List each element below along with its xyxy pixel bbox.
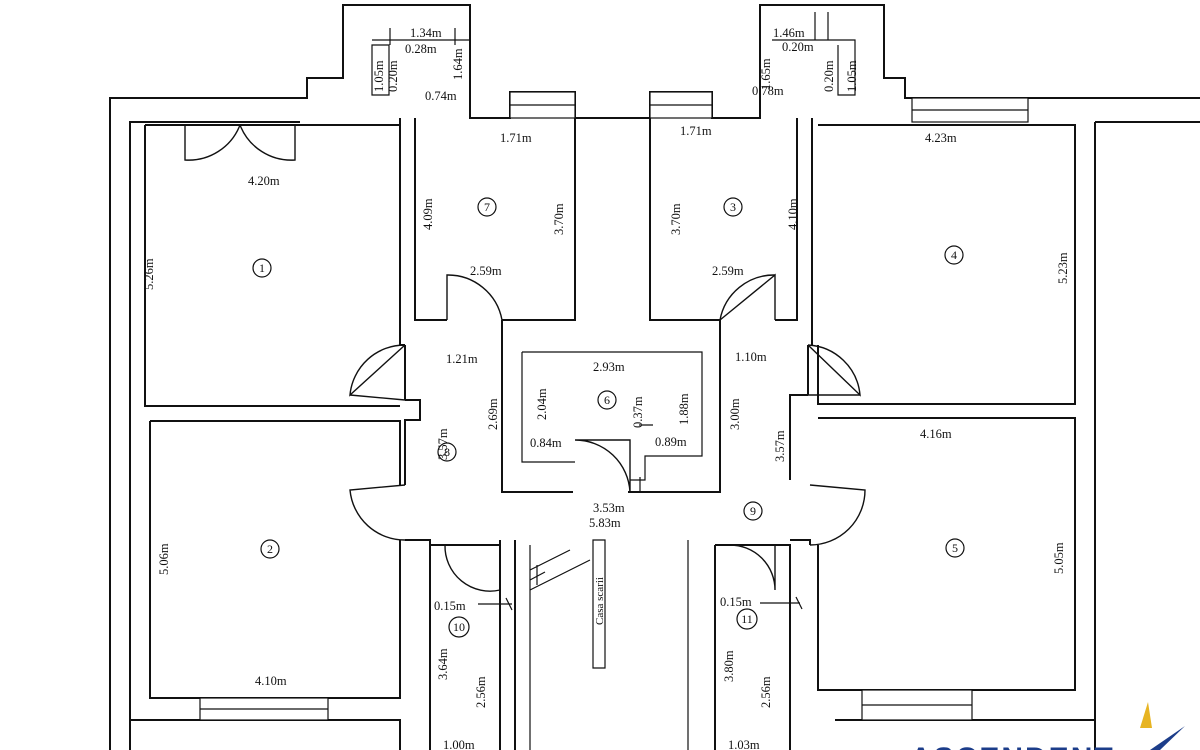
dim-label: 1.03m xyxy=(728,738,760,750)
room-label-11: 11 xyxy=(736,608,758,630)
svg-text:9: 9 xyxy=(750,504,756,518)
room-label-9: 9 xyxy=(743,501,763,521)
room-numbers: 1 2 3 4 5 6 7 8 9 10 11 xyxy=(252,197,965,638)
dim-label: 1.71m xyxy=(680,124,712,138)
dim-label: 4.16m xyxy=(920,427,952,441)
dim-label: 2.93m xyxy=(593,360,625,374)
dim-label: 1.46m xyxy=(773,26,805,40)
svg-text:1: 1 xyxy=(259,261,265,275)
dimension-labels: 1.34m 0.28m 1.64m 1.05m 0.20m 0.74m 1.46… xyxy=(142,26,1070,750)
dim-label: 0.20m xyxy=(782,40,814,54)
dim-label: 1.10m xyxy=(735,350,767,364)
dim-label: 5.26m xyxy=(142,258,156,290)
dim-label: 0.84m xyxy=(530,436,562,450)
room-label-7: 7 xyxy=(477,197,497,217)
dim-label: 5.05m xyxy=(1052,542,1066,574)
room-label-3: 3 xyxy=(723,197,743,217)
dim-label: 3.57m xyxy=(773,430,787,462)
dim-label: 1.88m xyxy=(677,393,691,425)
svg-text:2: 2 xyxy=(267,542,273,556)
svg-text:5: 5 xyxy=(952,541,958,555)
dim-label: 2.56m xyxy=(759,676,773,708)
svg-text:3: 3 xyxy=(730,200,736,214)
dim-label: 0.78m xyxy=(752,84,784,98)
svg-text:10: 10 xyxy=(453,620,465,634)
svg-text:11: 11 xyxy=(741,612,753,626)
dim-label: 1.05m xyxy=(372,60,386,92)
room-label-8: 8 xyxy=(437,442,457,462)
dim-label: 1.21m xyxy=(446,352,478,366)
dim-label: 1.65m xyxy=(759,58,773,90)
dim-label: 2.69m xyxy=(486,398,500,430)
dim-label: 2.04m xyxy=(535,388,549,420)
dim-label: 1.71m xyxy=(500,131,532,145)
agency-logo: ASCENDENT xyxy=(910,702,1185,750)
dim-label: 0.89m xyxy=(655,435,687,449)
svg-text:7: 7 xyxy=(484,200,490,214)
logo-blue-swoosh-icon xyxy=(1150,726,1185,750)
dim-label: 3.70m xyxy=(669,203,683,235)
room-label-1: 1 xyxy=(252,258,272,278)
dim-label: 5.23m xyxy=(1056,252,1070,284)
dim-label: 3.70m xyxy=(552,203,566,235)
dim-label: 3.57m xyxy=(436,428,450,460)
dim-label: 2.56m xyxy=(474,676,488,708)
dim-label: 0.15m xyxy=(720,595,752,609)
dim-label: 2.59m xyxy=(712,264,744,278)
room-label-2: 2 xyxy=(260,539,280,559)
dim-label: 0.28m xyxy=(405,42,437,56)
svg-text:6: 6 xyxy=(604,393,610,407)
dim-label: 1.05m xyxy=(845,60,859,92)
dim-label: 5.06m xyxy=(157,543,171,575)
dim-label: 0.20m xyxy=(386,60,400,92)
dim-label: 0.20m xyxy=(822,60,836,92)
dim-label: 5.83m xyxy=(589,516,621,530)
dim-label: 4.23m xyxy=(925,131,957,145)
svg-text:4: 4 xyxy=(951,248,957,262)
dim-label: 4.10m xyxy=(255,674,287,688)
room-label-6: 6 xyxy=(597,390,617,410)
logo-text: ASCENDENT xyxy=(910,742,1115,750)
svg-text:8: 8 xyxy=(444,445,450,459)
room-label-4: 4 xyxy=(944,245,964,265)
dim-label: 4.09m xyxy=(421,198,435,230)
dimension-ticks xyxy=(389,12,829,611)
dim-label: 3.00m xyxy=(728,398,742,430)
room-label-10: 10 xyxy=(448,616,470,638)
dim-label: 4.20m xyxy=(248,174,280,188)
dim-label: 0.37m xyxy=(631,396,645,428)
doors xyxy=(184,124,866,592)
dim-label: 3.80m xyxy=(722,650,736,682)
dim-label: 2.59m xyxy=(470,264,502,278)
dim-label: 1.00m xyxy=(443,738,475,750)
logo-gold-flame-icon xyxy=(1140,702,1152,728)
dim-label: 0.74m xyxy=(425,89,457,103)
windows xyxy=(199,91,1029,721)
dim-label: 1.34m xyxy=(410,26,442,40)
dim-label: 1.64m xyxy=(451,48,465,80)
dim-label: 0.15m xyxy=(434,599,466,613)
dim-label: 3.53m xyxy=(593,501,625,515)
dim-label: 3.64m xyxy=(436,648,450,680)
stair-label: Casa scarii xyxy=(594,577,606,625)
dim-label: 4.10m xyxy=(786,198,800,230)
room-label-5: 5 xyxy=(945,538,965,558)
